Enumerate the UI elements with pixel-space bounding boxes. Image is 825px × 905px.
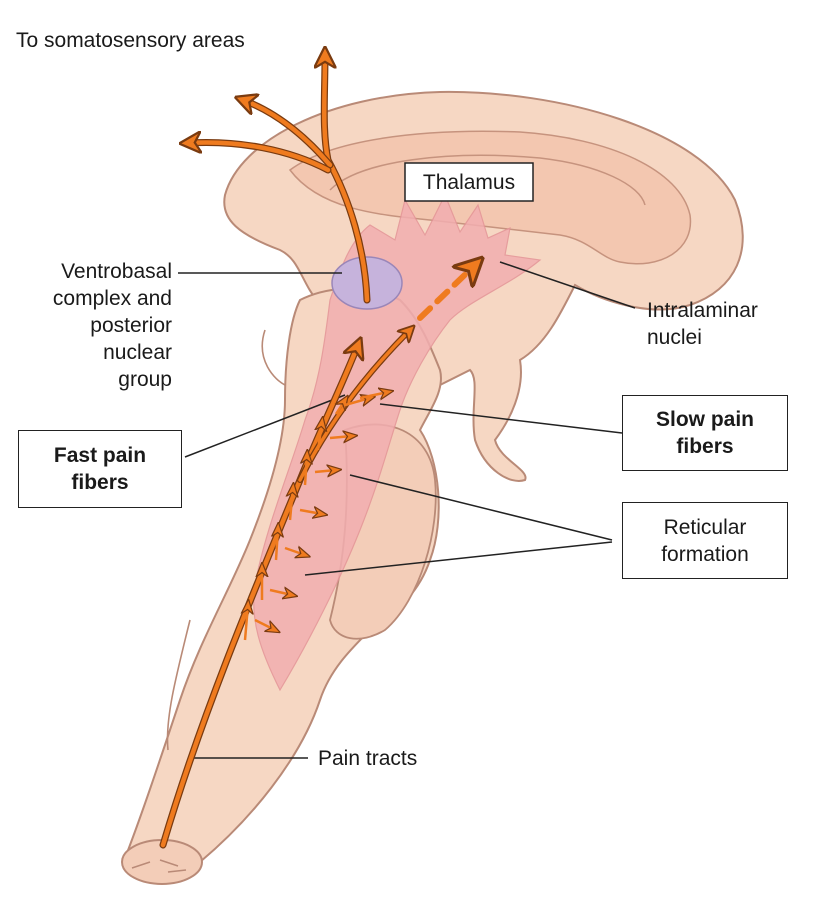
slow-pain-line: fibers — [676, 435, 734, 458]
brainstem-fold — [166, 619, 191, 751]
reticular-collaterals — [245, 392, 388, 641]
fast-pain-line: Fast pain — [53, 444, 147, 467]
leader-lines — [178, 261, 636, 759]
intralaminar-line: nuclei — [647, 326, 702, 349]
pain-tracts-label: Pain tracts — [318, 747, 418, 770]
ascending-branch-far-left-fill — [188, 142, 331, 173]
reticular-formation-zone — [253, 193, 542, 692]
fast-pain-fibers-box: Fast pain fibers — [18, 430, 182, 508]
intralaminar-line: Intralaminar — [647, 299, 758, 322]
fast-pain-line: fibers — [71, 471, 129, 494]
intralaminar-dashed-projection — [417, 265, 475, 321]
reticular-formation-box: Reticular formation — [622, 502, 788, 579]
thalamus-label: Thalamus — [422, 171, 516, 194]
ventrobasal-line: complex and — [52, 287, 172, 310]
thalamus-box — [404, 162, 534, 202]
slow-pain-line: Slow pain — [655, 408, 754, 431]
fornix-fold — [329, 154, 646, 206]
intralaminar-label: Intralaminar nuclei — [647, 297, 758, 351]
ventrobasal-line: group — [118, 368, 172, 391]
ventrobasal-line: Ventrobasal — [61, 260, 172, 283]
reticular-line: formation — [661, 542, 749, 566]
slow-pain-fibers-box: Slow pain fibers — [622, 395, 788, 471]
somatosensory-label: To somatosensory areas — [16, 29, 245, 52]
brainstem-fold — [261, 329, 286, 386]
ventrobasal-line: nuclear — [103, 341, 172, 364]
ventrobasal-label: Ventrobasal complex and posterior nuclea… — [20, 258, 172, 393]
ventrobasal-line: posterior — [90, 314, 172, 337]
ascending-branch-left-fill — [243, 100, 333, 168]
reticular-line: Reticular — [663, 515, 747, 539]
cross-section-mark — [131, 859, 187, 873]
